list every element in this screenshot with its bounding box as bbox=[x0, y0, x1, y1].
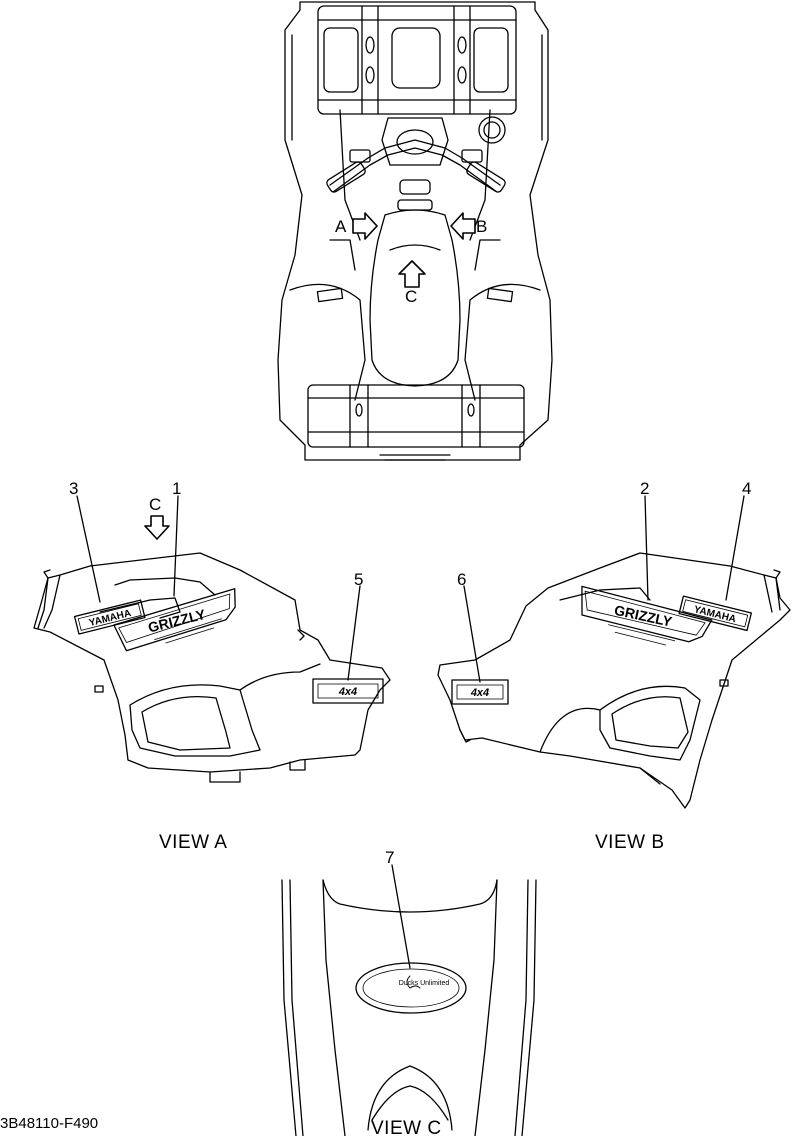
callout-1: 1 bbox=[172, 479, 182, 498]
drawing-code: 3B48110-F490 bbox=[0, 1115, 99, 1132]
view-c-caption: VIEW C bbox=[371, 1118, 442, 1139]
four-by-four-decal-right: 4x4 bbox=[451, 679, 509, 705]
svg-text:4x4: 4x4 bbox=[470, 687, 489, 699]
view-b-caption: VIEW B bbox=[595, 832, 665, 853]
view-c-panel: Ducks Unlimited bbox=[281, 864, 537, 1136]
view-a-panel: YAMAHA GRIZZLY 4x4 bbox=[33, 495, 391, 783]
view-b-panel: GRIZZLY YAMAHA 4x4 bbox=[437, 495, 791, 809]
yamaha-decal-right: YAMAHA bbox=[678, 595, 752, 632]
callout-3: 3 bbox=[69, 479, 79, 498]
top-view-label-a: A bbox=[335, 217, 347, 236]
svg-text:Ducks Unlimited: Ducks Unlimited bbox=[399, 980, 450, 987]
arrow-b-icon bbox=[450, 212, 476, 240]
view-a-label-c: C bbox=[149, 495, 162, 514]
grizzly-decal-right: GRIZZLY bbox=[581, 585, 713, 646]
svg-text:4x4: 4x4 bbox=[338, 686, 357, 698]
view-a-arrow-c-icon bbox=[144, 515, 170, 540]
arrow-a-icon bbox=[352, 212, 378, 240]
ducks-unlimited-decal: Ducks Unlimited bbox=[355, 962, 467, 1014]
yamaha-decal-left: YAMAHA bbox=[73, 599, 146, 635]
callout-4: 4 bbox=[742, 479, 752, 498]
callout-2: 2 bbox=[640, 479, 650, 498]
view-a-caption: VIEW A bbox=[159, 832, 228, 853]
four-by-four-decal-left: 4x4 bbox=[312, 678, 384, 704]
callout-6: 6 bbox=[457, 570, 467, 589]
top-view-label-c: C bbox=[405, 287, 418, 306]
callout-5: 5 bbox=[354, 570, 364, 589]
top-view-label-b: B bbox=[476, 217, 488, 236]
arrow-c-icon bbox=[398, 260, 426, 288]
atv-top-view bbox=[277, 1, 553, 461]
callout-7: 7 bbox=[385, 848, 395, 867]
